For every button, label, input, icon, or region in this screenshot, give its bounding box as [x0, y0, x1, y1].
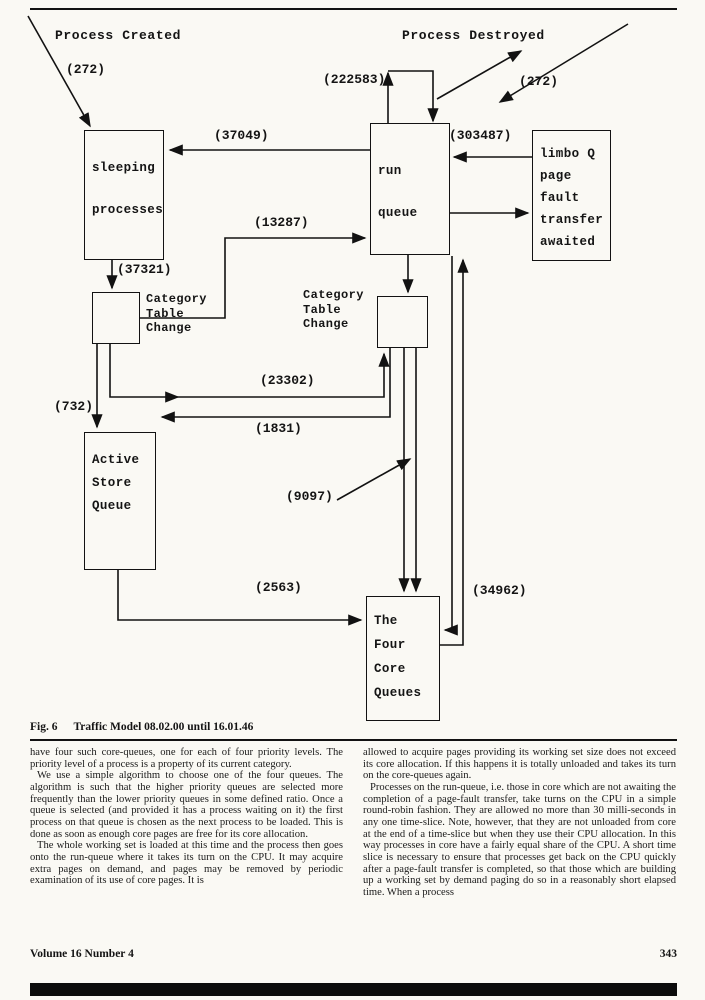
- count-run-loop: (222583): [323, 72, 386, 87]
- node-line: sleeping: [92, 161, 156, 175]
- figure-caption: Fig. 6 Traffic Model 08.02.00 until 16.01…: [30, 721, 253, 733]
- node-line: Active: [92, 453, 140, 467]
- page-footer: Volume 16 Number 4 343: [30, 948, 677, 960]
- figure-diagram: Process Created Process Destroyed sleepi…: [27, 15, 629, 721]
- arrow-to-process-destroyed: [436, 50, 523, 100]
- node-line: The: [374, 614, 398, 628]
- label-process-destroyed: Process Destroyed: [402, 28, 545, 43]
- paragraph: The whole working set is loaded at this …: [30, 840, 343, 887]
- count-to-active-store: (732): [54, 399, 94, 414]
- node-line: Store: [92, 476, 132, 490]
- arrow-process-created: [27, 15, 91, 128]
- page-number: 343: [659, 948, 677, 960]
- count-destroyed: (272): [519, 74, 559, 89]
- paragraph: have four such core-queues, one for each…: [30, 747, 343, 770]
- node-line: transfer: [540, 213, 604, 227]
- figure-title: Traffic Model 08.02.00 until 16.01.46: [73, 721, 254, 733]
- paragraph: Processes on the run-queue, i.e. those i…: [363, 781, 676, 898]
- node-line: Queues: [374, 686, 422, 700]
- count-core-to-run: (34962): [472, 583, 527, 598]
- count-store-to-core: (2563): [255, 580, 302, 595]
- node-category-change-left: [92, 292, 140, 344]
- label-category-table-change-mid: Category Table Change: [303, 288, 364, 331]
- node-sleeping-processes: sleeping processes: [84, 130, 164, 260]
- node-line: Four: [374, 638, 406, 652]
- arrow-core-to-run: [440, 258, 469, 646]
- node-line: run: [378, 164, 402, 178]
- count-category-flow: (23302): [260, 373, 315, 388]
- node-limbo-queue: limbo Q page fault transfer awaited: [532, 130, 611, 261]
- arrow-store-to-core: [117, 570, 363, 626]
- label-category-table-change-left: Category Table Change: [146, 292, 207, 335]
- node-line: limbo Q: [540, 147, 596, 161]
- arrow-core-path-pointer: [336, 458, 412, 501]
- bottom-scan-bar: [30, 983, 677, 996]
- journal-volume: Volume 16 Number 4: [30, 948, 134, 960]
- arrow-run-to-core: [443, 256, 458, 636]
- count-run-to-sleeping: (37049): [214, 128, 269, 143]
- node-category-change-mid: [377, 296, 428, 348]
- count-return-flow: (1831): [255, 421, 302, 436]
- count-created: (272): [66, 62, 106, 77]
- node-active-store-queue: Active Store Queue: [84, 432, 156, 570]
- count-sleeping-to-category: (37321): [117, 262, 172, 277]
- node-four-core-queues: The Four Core Queues: [366, 596, 440, 721]
- traffic-flow-arrows: [27, 15, 629, 646]
- figure-number: Fig. 6: [30, 721, 58, 733]
- arrow-awakened-to-run: [140, 232, 367, 319]
- count-to-run: (13287): [254, 215, 309, 230]
- node-line: fault: [540, 191, 580, 205]
- caption-rule: [30, 739, 677, 741]
- node-line: queue: [378, 206, 418, 220]
- node-line: Core: [374, 662, 406, 676]
- count-core-path: (9097): [286, 489, 333, 504]
- label-process-created: Process Created: [55, 28, 182, 43]
- node-line: Queue: [92, 499, 132, 513]
- arrow-category-flow-a: [109, 344, 180, 403]
- arrow-destroyed-right: [498, 23, 629, 103]
- top-rule: [30, 8, 677, 10]
- arrow-run-loop-in: [388, 70, 439, 123]
- node-line: awaited: [540, 235, 596, 249]
- count-limbo-to-run: (303487): [449, 128, 512, 143]
- paragraph: allowed to acquire pages providing its w…: [363, 747, 676, 782]
- body-left-column: have four such core-queues, one for each…: [30, 747, 343, 887]
- body-right-column: allowed to acquire pages providing its w…: [363, 747, 676, 899]
- node-line: page: [540, 169, 572, 183]
- node-run-queue: run queue: [370, 123, 450, 255]
- paragraph: We use a simple algorithm to choose one …: [30, 770, 343, 840]
- arrow-return-flow: [160, 348, 391, 423]
- node-line: processes: [92, 203, 164, 217]
- arrow-category-flow-b: [178, 352, 390, 398]
